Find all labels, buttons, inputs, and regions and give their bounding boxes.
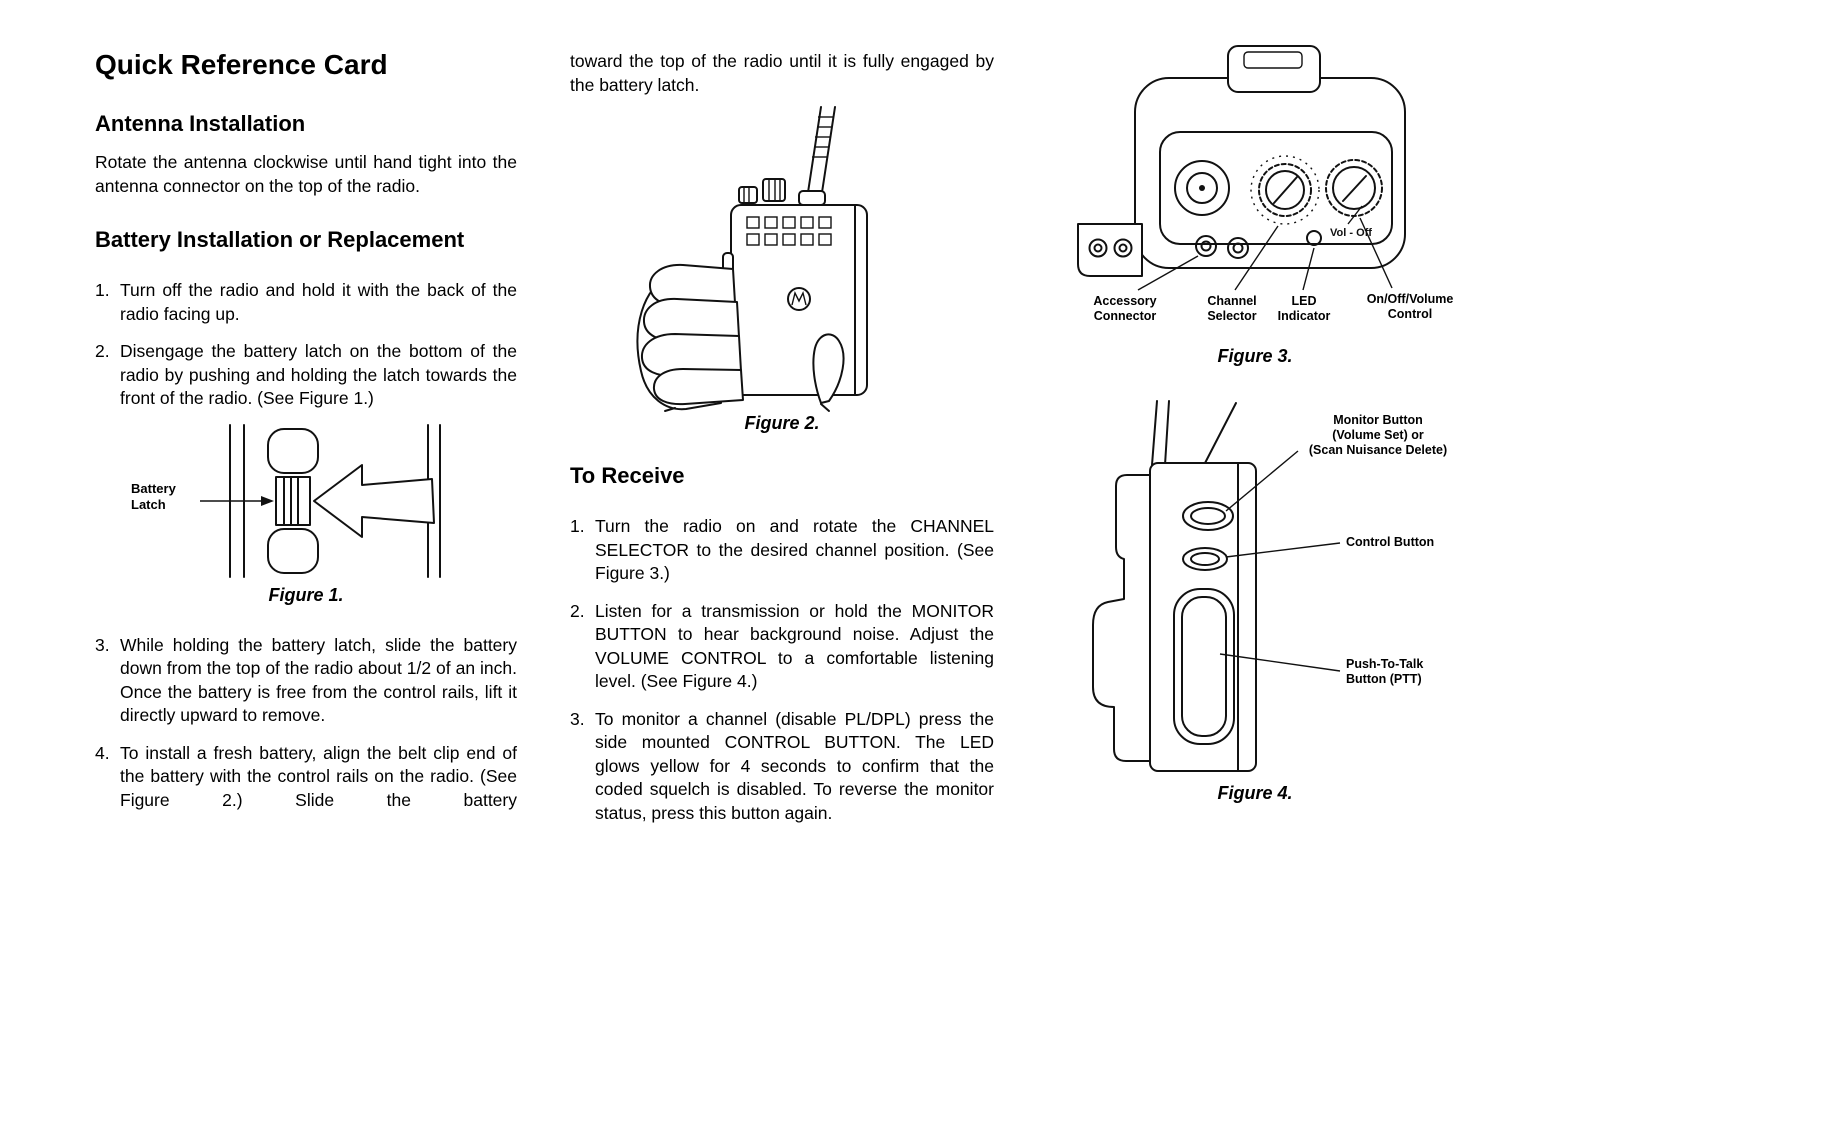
monitor-button [1182,501,1234,531]
radio-body [722,178,868,396]
figure-3: Vol - Off Accessory Connector Channel Se… [1030,40,1500,367]
step-number: 3. [95,634,110,655]
control-button [1182,547,1228,571]
battery-installation-heading: Battery Installation or Replacement [95,227,465,252]
battery-latch-label: Battery Latch [131,480,176,512]
step-number: 1. [95,280,110,300]
figure-3-canvas: Vol - Off Accessory Connector Channel Se… [1030,40,1500,340]
belt-clip [1227,45,1321,93]
monitor-button-label: Monitor Button (Volume Set) or (Scan Nui… [1308,413,1448,457]
receive-step-2: 2. Listen for a transmission or hold the… [570,600,994,694]
hand [636,263,845,412]
led-indicator [1306,230,1322,246]
figure-4-caption: Figure 4. [1217,783,1293,803]
accessory-connector-plate [1077,223,1143,277]
figure-1: Battery Latch [95,423,517,606]
step-number: 2. [95,341,110,361]
step-number: 4. [95,742,110,763]
receive-step-3: 3. To monitor a channel (disable PL/DPL)… [570,708,994,826]
battery-latch-diagram [200,423,441,578]
on-off-volume-label: On/Off/Volume Control [1366,292,1454,321]
label-pointer-arrow [200,495,274,506]
column-left: Quick Reference Card Antenna Installatio… [95,48,517,812]
figure-1-canvas: Battery Latch [95,423,517,579]
battery-step-2: 2. Disengage the battery latch on the bo… [95,340,517,411]
led-indicator-label: LED Indicator [1277,294,1331,323]
figure-4-canvas: Monitor Button (Volume Set) or (Scan Nui… [1030,399,1500,777]
antenna-installation-heading: Antenna Installation [95,111,306,136]
step-number: 2. [570,600,585,621]
radio-side-view-diagram [1092,400,1341,772]
figure-2: Figure 2. [570,103,994,434]
step-text: Turn the radio on and rotate the CHANNEL… [595,516,994,583]
callout-lines [1137,205,1393,291]
hand-holding-radio-illustration [636,106,868,412]
figure-3-caption: Figure 3. [1217,346,1293,366]
figure-2-caption: Figure 2. [744,413,820,433]
radio-top-view-diagram: Vol - Off [1077,45,1406,291]
control-button-label: Control Button [1346,535,1435,549]
figure-4: Monitor Button (Volume Set) or (Scan Nui… [1030,399,1500,804]
step-text: Turn off the radio and hold it with the … [120,280,517,324]
battery-profile [1092,474,1151,762]
battery-step-3: 3. While holding the battery latch, slid… [95,634,517,728]
step-number: 3. [570,708,585,729]
step-text: To monitor a channel (disable PL/DPL) pr… [595,708,994,823]
column-middle: toward the top of the radio until it is … [570,48,994,825]
motorola-batwing-logo-icon [787,287,811,311]
radio-side-body [1149,462,1257,772]
receive-step-1: 1. Turn the radio on and rotate the CHAN… [570,515,994,586]
audio-jack [1174,160,1230,216]
page-title: Quick Reference Card [95,49,388,80]
control-panel [1159,131,1393,245]
figure-1-caption: Figure 1. [268,584,344,605]
top-knobs [738,178,786,204]
battery-step-4: 4. To install a fresh battery, align the… [95,742,517,813]
push-to-talk-button [1173,588,1235,745]
accessory-connector-label: Accessory Connector [1093,294,1157,323]
antenna-installation-paragraph: Rotate the antenna clockwise until hand … [95,152,517,196]
thumb [812,333,845,404]
figure-2-canvas [570,103,994,412]
antenna [806,106,836,200]
antenna-base [798,190,826,206]
vol-off-label: Vol - Off [1330,227,1372,239]
battery-step-1: 1. Turn off the radio and hold it with t… [95,279,517,326]
ptt-button-label: Push-To-Talk Button (PTT) [1346,657,1424,686]
column-right: Vol - Off Accessory Connector Channel Se… [1030,40,1500,804]
callout-lines [1219,450,1341,672]
latch-slots [267,427,319,574]
push-direction-arrow [313,463,435,538]
radio-top-body [1134,77,1406,269]
to-receive-heading: To Receive [570,463,685,488]
accessory-contacts [1195,235,1249,259]
universal-connector-grid [746,216,832,246]
battery-latch [275,475,311,526]
step-text: While holding the battery latch, slide t… [120,634,517,726]
step-text: To install a fresh battery, align the be… [120,742,517,810]
step-text: Listen for a transmission or hold the MO… [595,600,994,692]
step-number: 1. [570,516,585,536]
step-text: Disengage the battery latch on the botto… [120,341,517,408]
battery-step-4-continuation: toward the top of the radio until it is … [570,51,994,95]
channel-selector-label: Channel Selector [1207,294,1257,323]
channel-selector-knob [1250,155,1320,225]
antenna [1151,400,1237,466]
